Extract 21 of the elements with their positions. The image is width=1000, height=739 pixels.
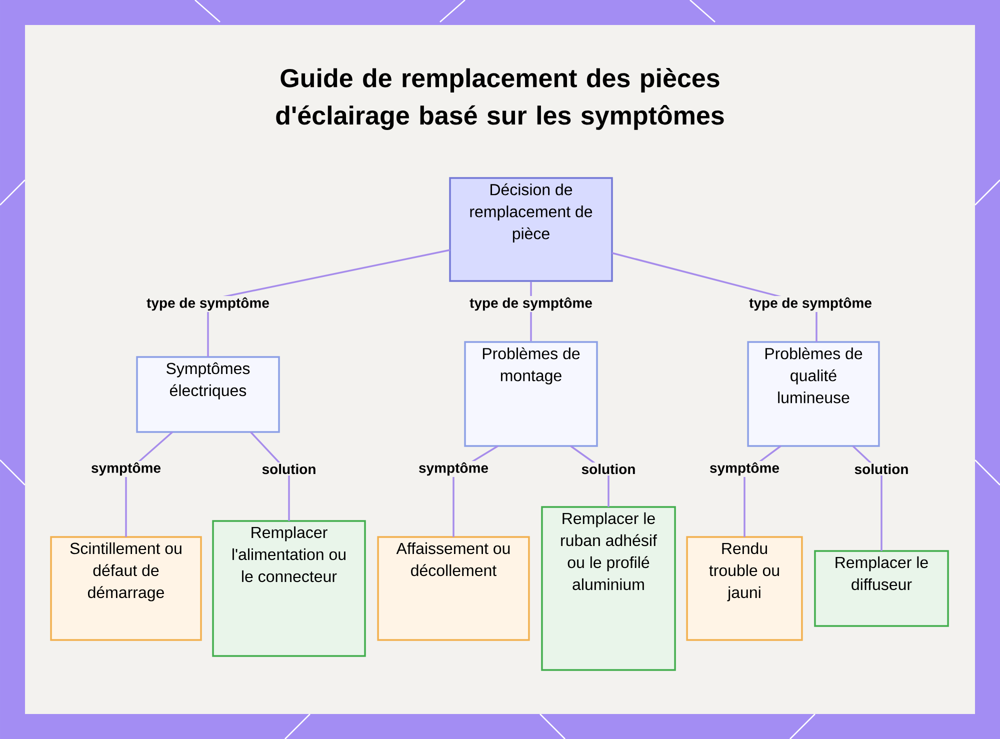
solution-box: Remplacer l'alimentation ou le connecteur — [212, 520, 366, 657]
edge-label: type de symptôme — [468, 296, 594, 312]
edge-label: solution — [852, 462, 910, 476]
solution-box: Remplacer le diffuseur — [814, 550, 949, 627]
title: Guide de remplacement des pièces d'éclairage basé sur les symptômes — [276, 68, 724, 130]
symptom-box: Scintillement ou défaut de démarrage — [50, 536, 202, 641]
edge-label: solution — [580, 462, 638, 476]
edge-label: symptôme — [417, 460, 490, 477]
edge-label: type de symptôme — [748, 296, 874, 312]
edge-label: type de symptôme — [145, 296, 271, 312]
edge-label: symptôme — [90, 460, 162, 477]
symptom-box: Affaissement ou décollement — [377, 536, 530, 641]
symptom-box: Rendu trouble ou jauni — [686, 536, 803, 641]
edge-label: symptôme — [708, 460, 781, 477]
category-box: Problèmes de qualité lumineuse — [747, 341, 880, 447]
category-box: Problèmes de montage — [464, 341, 598, 447]
category-box: Symptômes électriques — [136, 356, 280, 433]
decision-box: Décision de remplacement de pièce — [449, 177, 613, 282]
solution-box: Remplacer le ruban adhésif ou le profilé aluminium — [541, 506, 676, 671]
edge-label: solution — [260, 462, 318, 476]
connector — [207, 249, 450, 357]
